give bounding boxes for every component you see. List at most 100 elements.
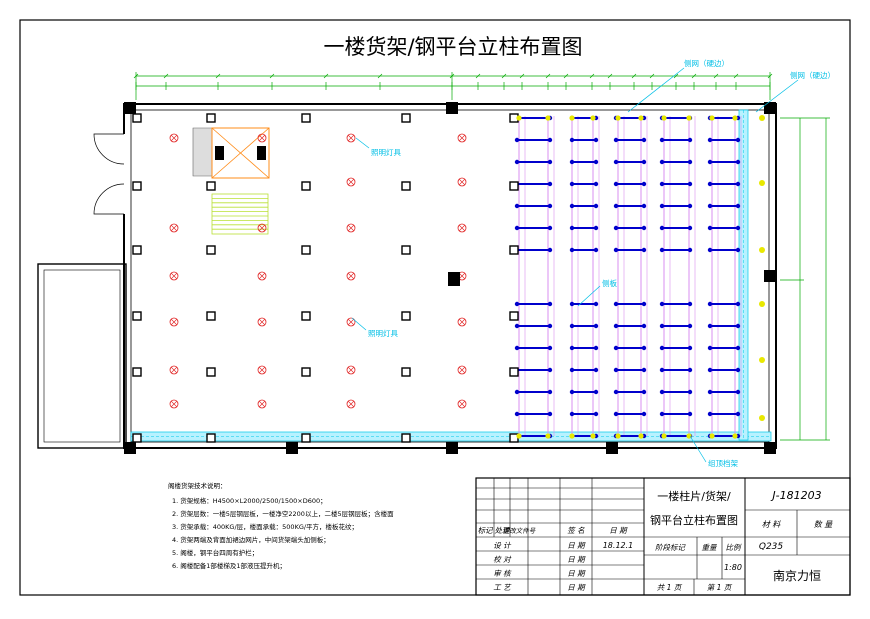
building-walls bbox=[37, 103, 777, 449]
lamp-ring bbox=[257, 317, 267, 327]
lamp-ring bbox=[257, 399, 267, 409]
lamp-cross bbox=[347, 318, 355, 326]
beam-node bbox=[613, 411, 619, 417]
beam-node bbox=[707, 203, 713, 209]
beam-node bbox=[547, 159, 553, 165]
lamp-icon bbox=[169, 365, 179, 375]
lamp-icon bbox=[457, 133, 467, 143]
beam-node bbox=[659, 137, 665, 143]
column-marker bbox=[132, 181, 142, 191]
lamp-icon bbox=[257, 399, 267, 409]
beam-node bbox=[569, 181, 575, 187]
tb-weight-label: 重量 bbox=[702, 543, 718, 552]
beam-node bbox=[613, 345, 619, 351]
yellow-node bbox=[638, 433, 644, 439]
tb-design-label: 设 计 bbox=[493, 541, 512, 550]
beam-node bbox=[735, 411, 741, 417]
notes-heading: 阁楼货架技术说明： bbox=[168, 481, 227, 490]
dimension-tick bbox=[323, 73, 329, 79]
lamp-ring bbox=[457, 133, 467, 143]
beam-node bbox=[569, 203, 575, 209]
beam-node bbox=[514, 389, 520, 395]
beam-node bbox=[613, 323, 619, 329]
lamp-cross bbox=[258, 366, 266, 374]
column-marker bbox=[132, 113, 142, 123]
beam-node bbox=[735, 345, 741, 351]
lamp-icon bbox=[169, 223, 179, 233]
beam-node bbox=[659, 345, 665, 351]
lamp-ring bbox=[457, 399, 467, 409]
beam-node bbox=[613, 159, 619, 165]
beam-node bbox=[687, 345, 693, 351]
lamp-icon bbox=[257, 365, 267, 375]
lamp-icon bbox=[257, 223, 267, 233]
beam-node bbox=[735, 159, 741, 165]
lamp-cross bbox=[258, 400, 266, 408]
lamp-icon bbox=[169, 399, 179, 409]
beam-node bbox=[707, 137, 713, 143]
beam-node bbox=[547, 181, 553, 187]
beam-node bbox=[514, 301, 520, 307]
dimension-tick bbox=[163, 73, 169, 79]
beam-node bbox=[593, 137, 599, 143]
beam-node bbox=[659, 301, 665, 307]
column-marker bbox=[301, 311, 311, 321]
side-panel-label: 侧板 bbox=[602, 278, 617, 288]
main-column bbox=[606, 442, 618, 454]
channel-right bbox=[738, 109, 749, 441]
dimension-tick bbox=[215, 73, 221, 79]
dimension-tick bbox=[713, 73, 719, 79]
lamp-icon bbox=[457, 317, 467, 327]
beam-node bbox=[735, 367, 741, 373]
tb-scale-label: 比例 bbox=[726, 543, 742, 552]
dimension-tick bbox=[589, 73, 595, 79]
lamp-cross bbox=[458, 224, 466, 232]
lamp-cross bbox=[170, 318, 178, 326]
beam-node bbox=[569, 301, 575, 307]
beam-node bbox=[707, 411, 713, 417]
title-block-text: 标记 处理 更改文件号 签 名 日 期 设 计 校 对 审 核 工 艺 日 期 … bbox=[478, 489, 834, 592]
lamp-ring bbox=[169, 271, 179, 281]
lamp-icon bbox=[346, 133, 356, 143]
beam-node bbox=[659, 203, 665, 209]
beam-node bbox=[659, 367, 665, 373]
beam-node bbox=[547, 203, 553, 209]
lamp-icon bbox=[346, 271, 356, 281]
dimension-tick bbox=[519, 73, 525, 79]
beam-node bbox=[593, 159, 599, 165]
beam-node bbox=[514, 203, 520, 209]
lamp-icon bbox=[346, 177, 356, 187]
main-column bbox=[124, 102, 136, 114]
beam-node bbox=[707, 159, 713, 165]
beam-node bbox=[593, 345, 599, 351]
yellow-node bbox=[759, 357, 765, 363]
yellow-node bbox=[545, 115, 551, 121]
beam-node bbox=[547, 345, 553, 351]
beam-node bbox=[593, 367, 599, 373]
sheet-border bbox=[19, 19, 851, 596]
yellow-node bbox=[759, 415, 765, 421]
beam-node bbox=[735, 323, 741, 329]
yellow-node bbox=[686, 433, 692, 439]
note-item: 5. 阁楼，钢平台四周有护栏； bbox=[172, 548, 258, 557]
column-marker bbox=[132, 245, 142, 255]
yellow-node bbox=[759, 301, 765, 307]
main-column bbox=[446, 102, 458, 114]
lamp-ring bbox=[346, 223, 356, 233]
lamp-ring bbox=[346, 177, 356, 187]
beam-node bbox=[593, 301, 599, 307]
beam-node bbox=[569, 345, 575, 351]
note-item: 3. 货架承载：400KG/层，楼面承载：500KG/平方，楼板花纹； bbox=[172, 522, 358, 531]
beam-node bbox=[547, 225, 553, 231]
lamp-cross bbox=[458, 134, 466, 142]
beam-node bbox=[659, 181, 665, 187]
lift-shaft bbox=[192, 127, 270, 179]
beam-node bbox=[613, 137, 619, 143]
lamp-ring bbox=[346, 317, 356, 327]
beam-node bbox=[659, 159, 665, 165]
tb-header-process: 处理 bbox=[495, 526, 511, 535]
lamp-icon bbox=[169, 317, 179, 327]
beam-node bbox=[641, 389, 647, 395]
yellow-node bbox=[590, 115, 596, 121]
tb-date-label: 日 期 bbox=[567, 555, 586, 564]
